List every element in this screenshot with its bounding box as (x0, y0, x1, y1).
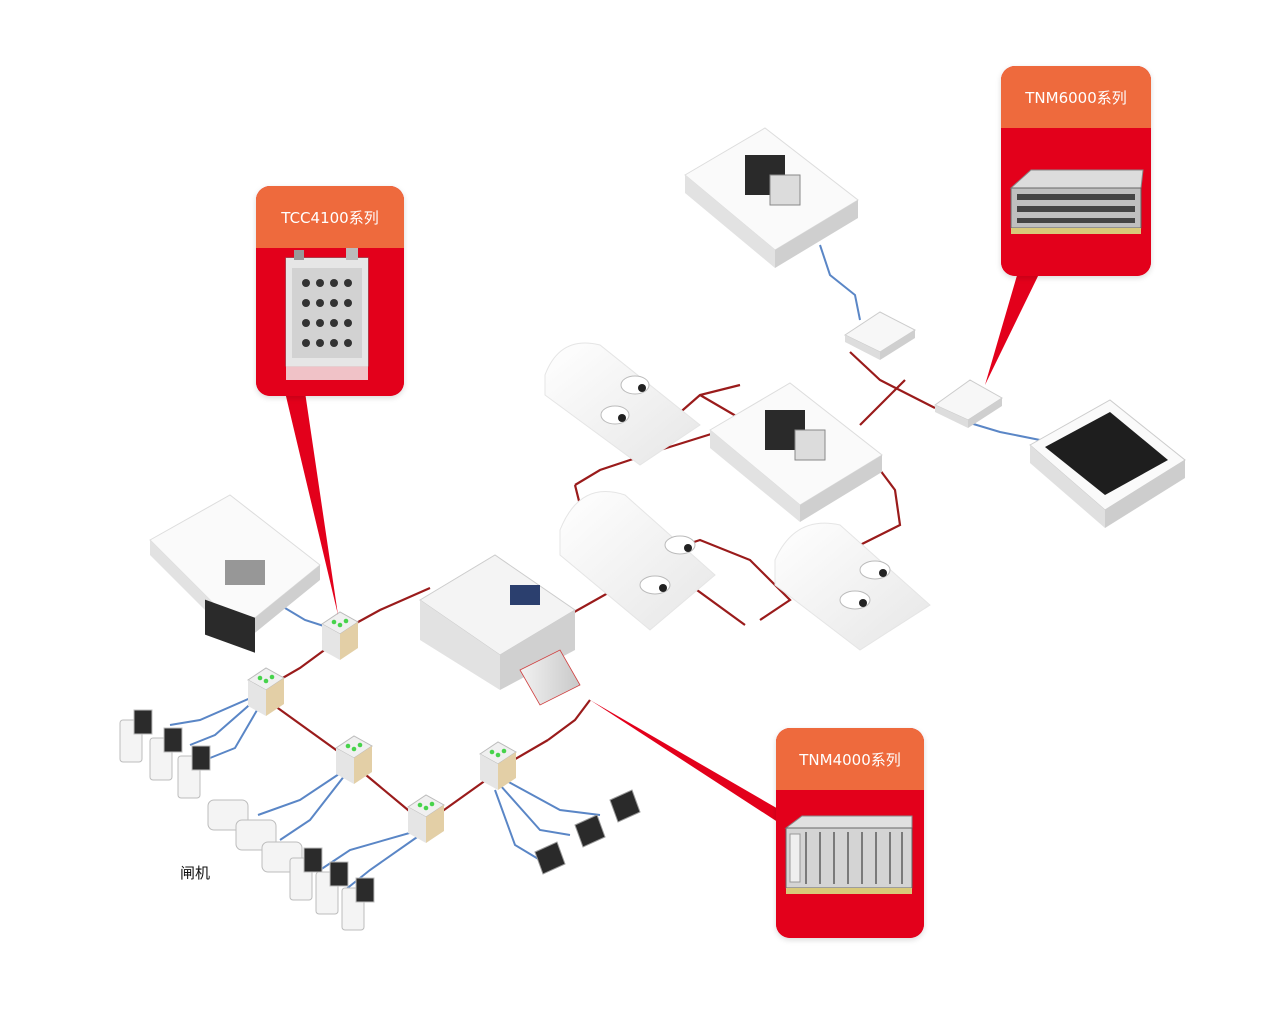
tcc4100-device-icon (285, 248, 369, 380)
callout-tnm4000-image (776, 790, 924, 938)
switch-top (843, 311, 917, 360)
industrial-switches (247, 611, 517, 843)
tnm4000-device-icon (784, 815, 913, 894)
tunnel-top (544, 342, 701, 466)
gate-label: 闸机 (180, 864, 211, 882)
callout-tnm6000-label: TNM6000系列 (1001, 66, 1151, 128)
tunnel-middle (559, 491, 716, 631)
callout-pointers (285, 272, 1040, 830)
control-room-left (149, 494, 321, 653)
video-monitors (534, 789, 641, 875)
ticket-terminals (119, 709, 375, 931)
callout-tnm4000: TNM4000系列 (776, 728, 924, 938)
tnm6000-device-icon (1009, 169, 1144, 234)
callout-tnm4000-label: TNM4000系列 (776, 728, 924, 790)
control-room-middle (709, 382, 883, 522)
callout-tcc4100-label: TCC4100系列 (256, 186, 404, 248)
callout-tnm6000: TNM6000系列 (1001, 66, 1151, 276)
control-room-top (684, 127, 859, 268)
callout-tcc4100-image (256, 248, 404, 396)
callout-tcc4100: TCC4100系列 (256, 186, 404, 396)
central-equipment-room (419, 554, 581, 706)
tunnel-right (774, 522, 931, 651)
callout-tnm6000-image (1001, 128, 1151, 276)
data-center (1029, 399, 1186, 528)
lan-cables (169, 244, 1041, 891)
switch-right (934, 379, 1003, 428)
